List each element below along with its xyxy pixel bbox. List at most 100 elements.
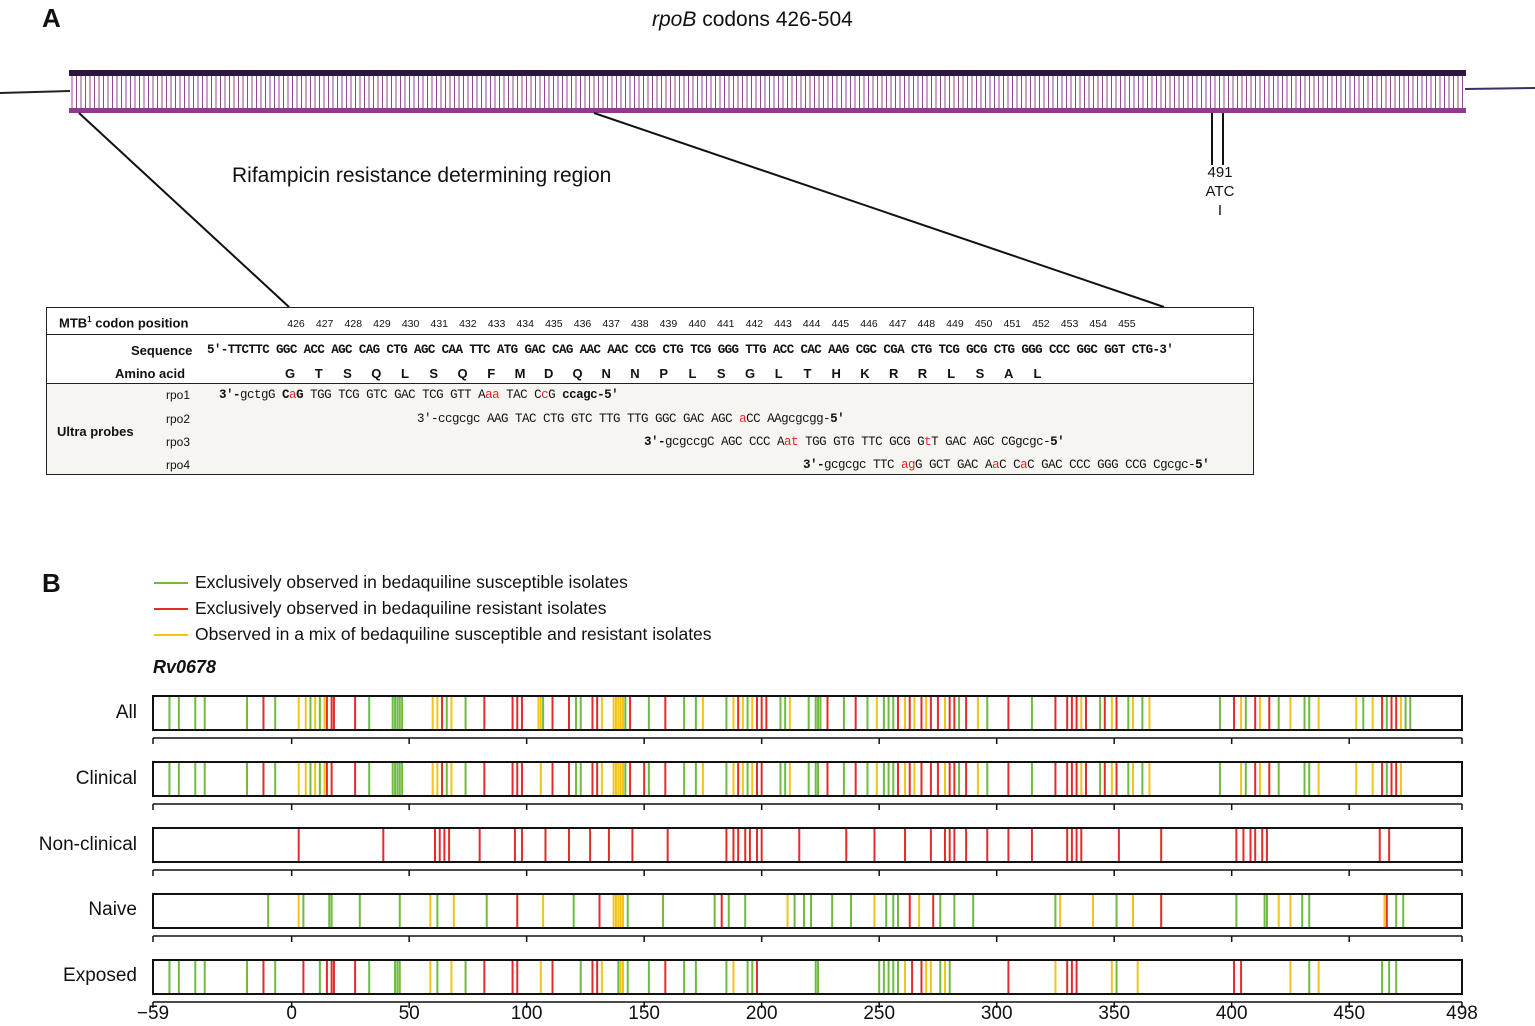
amino-acid: P — [659, 366, 669, 381]
probe-sequence: 3'-gcgccgC AGC CCC Aat TGG GTG TTC GCG G… — [644, 435, 1065, 449]
codon-position-number: 437 — [602, 318, 620, 330]
codon-position-number: 430 — [401, 318, 420, 330]
codon-position-number: 434 — [516, 318, 534, 330]
x-tick-label: 300 — [980, 1003, 1013, 1024]
x-tick-label: 200 — [745, 1003, 778, 1024]
probe-segment: gcgcgc TTC — [824, 458, 902, 472]
codon-position-label: MTB1 codon position — [59, 315, 189, 331]
codon-position-number: 448 — [917, 318, 936, 330]
amino-acid: A — [1004, 366, 1014, 381]
codon-position-number: 453 — [1060, 318, 1079, 330]
x-tick-label: 0 — [286, 1003, 297, 1024]
codon-491-label: 491 ATC I — [1196, 163, 1244, 220]
rrdr-label: Rifampicin resistance determining region — [232, 164, 612, 187]
codon-position-number: 438 — [631, 318, 649, 330]
codon-position-number: 445 — [831, 318, 850, 330]
gene-rungs — [71, 76, 1463, 108]
probe-segment: CC AAgcgcgg- — [746, 412, 831, 426]
legend-swatch-mixed — [154, 634, 188, 636]
amino-acid: S — [975, 366, 985, 381]
codon-position-number: 439 — [659, 318, 678, 330]
gene-flank-right — [1464, 87, 1535, 90]
probe-segment: TAC C — [499, 388, 542, 402]
probe-segment: G — [296, 388, 311, 402]
probe-segment: 5' — [1050, 435, 1065, 449]
probe-mismatch: ag — [901, 458, 916, 472]
probe-segment: C C — [999, 458, 1021, 472]
track-non-clinical — [152, 827, 1463, 876]
probe-name: rpo2 — [166, 412, 191, 426]
track-frame — [152, 761, 1463, 797]
x-tick-label: 50 — [398, 1003, 420, 1024]
legend-swatch-susceptible — [154, 582, 188, 584]
codon-position-number: 442 — [745, 318, 764, 330]
codon-position-number: 429 — [373, 318, 391, 330]
codon-position-number: 446 — [860, 318, 878, 330]
track-all — [152, 695, 1463, 744]
codon-position-number: 447 — [888, 318, 907, 330]
track-clinical — [152, 761, 1463, 810]
probe-mismatch: aa — [485, 388, 500, 402]
probe-name: rpo1 — [166, 388, 191, 402]
probe-mismatch: c — [541, 388, 549, 402]
legend-swatch-resistant — [154, 608, 188, 610]
codon-491-number: 491 — [1207, 164, 1233, 181]
codon-position-number: 436 — [573, 318, 592, 330]
probe-segment: C GAC CCC GGG CCG Cgcgc- — [1027, 458, 1196, 472]
probe-segment: gctgG — [240, 388, 283, 402]
amino-acid: F — [487, 366, 496, 381]
track-label-clinical: Clinical — [75, 768, 137, 789]
amino-acid: Q — [371, 366, 382, 381]
amino-acid: T — [803, 366, 812, 381]
amino-acid: R — [889, 366, 899, 381]
legend-item-mixed: Observed in a mix of bedaquiline suscept… — [195, 624, 712, 644]
codon-position-number: 428 — [344, 318, 363, 330]
ultra-probes-label: Ultra probes — [57, 424, 134, 439]
amino-acid: G — [284, 366, 296, 381]
codon-position-number: 427 — [315, 318, 334, 330]
codon-position-number: 452 — [1032, 318, 1050, 330]
probe-segment: 3'- — [219, 388, 241, 402]
track-exposed — [152, 959, 1463, 1008]
codon-position-number: 426 — [287, 318, 305, 330]
amino-acid: K — [860, 366, 870, 381]
probe-segment: T GAC AGC CGgcgc- — [931, 435, 1051, 449]
amino-acid: M — [514, 366, 526, 381]
probe-mismatch: at — [784, 435, 799, 449]
gene-title: rpoB codons 426-504 — [652, 8, 853, 32]
gene-flank-left — [0, 90, 71, 94]
panel-a-label: A — [42, 3, 61, 33]
sequence-label: Sequence — [131, 343, 193, 358]
codon-position-number: 440 — [688, 318, 706, 330]
amino-acid: L — [774, 366, 783, 381]
rrdr-zoom-line-right — [593, 112, 1165, 308]
gene-diagram — [0, 70, 1535, 308]
track-frame — [152, 695, 1463, 731]
track-label-naive: Naive — [88, 899, 137, 920]
x-tick-label: 350 — [1098, 1003, 1131, 1024]
probe-mismatch: a — [739, 412, 747, 426]
probe-segment: G — [548, 388, 563, 402]
amino-acid: G — [744, 366, 756, 381]
probe-name: rpo4 — [166, 458, 191, 472]
x-tick-label: −59 — [136, 1003, 170, 1024]
probe-mismatch: t — [924, 435, 932, 449]
amino-acid: Q — [457, 366, 468, 381]
legend-item-susceptible: Exclusively observed in bedaquiline susc… — [195, 572, 628, 592]
track-frame — [152, 893, 1463, 929]
gene-bar-top — [69, 70, 1466, 76]
probe-sequence: 3'-ccgcgc AAG TAC CTG GTC TTG TTG GGC GA… — [417, 412, 845, 426]
probe-segment: 3'- — [417, 412, 439, 426]
amino-acid: N — [601, 366, 611, 381]
probe-mismatch: a — [992, 458, 1000, 472]
codon-position-number: 449 — [946, 318, 964, 330]
probe-segment: ccagc-5' — [562, 388, 619, 402]
gene-title-rest: codons 426-504 — [696, 8, 853, 31]
x-tick-label: 250 — [863, 1003, 896, 1024]
track-frame — [152, 959, 1463, 995]
x-tick-label: 150 — [628, 1003, 660, 1024]
amino-acid: S — [343, 366, 352, 381]
